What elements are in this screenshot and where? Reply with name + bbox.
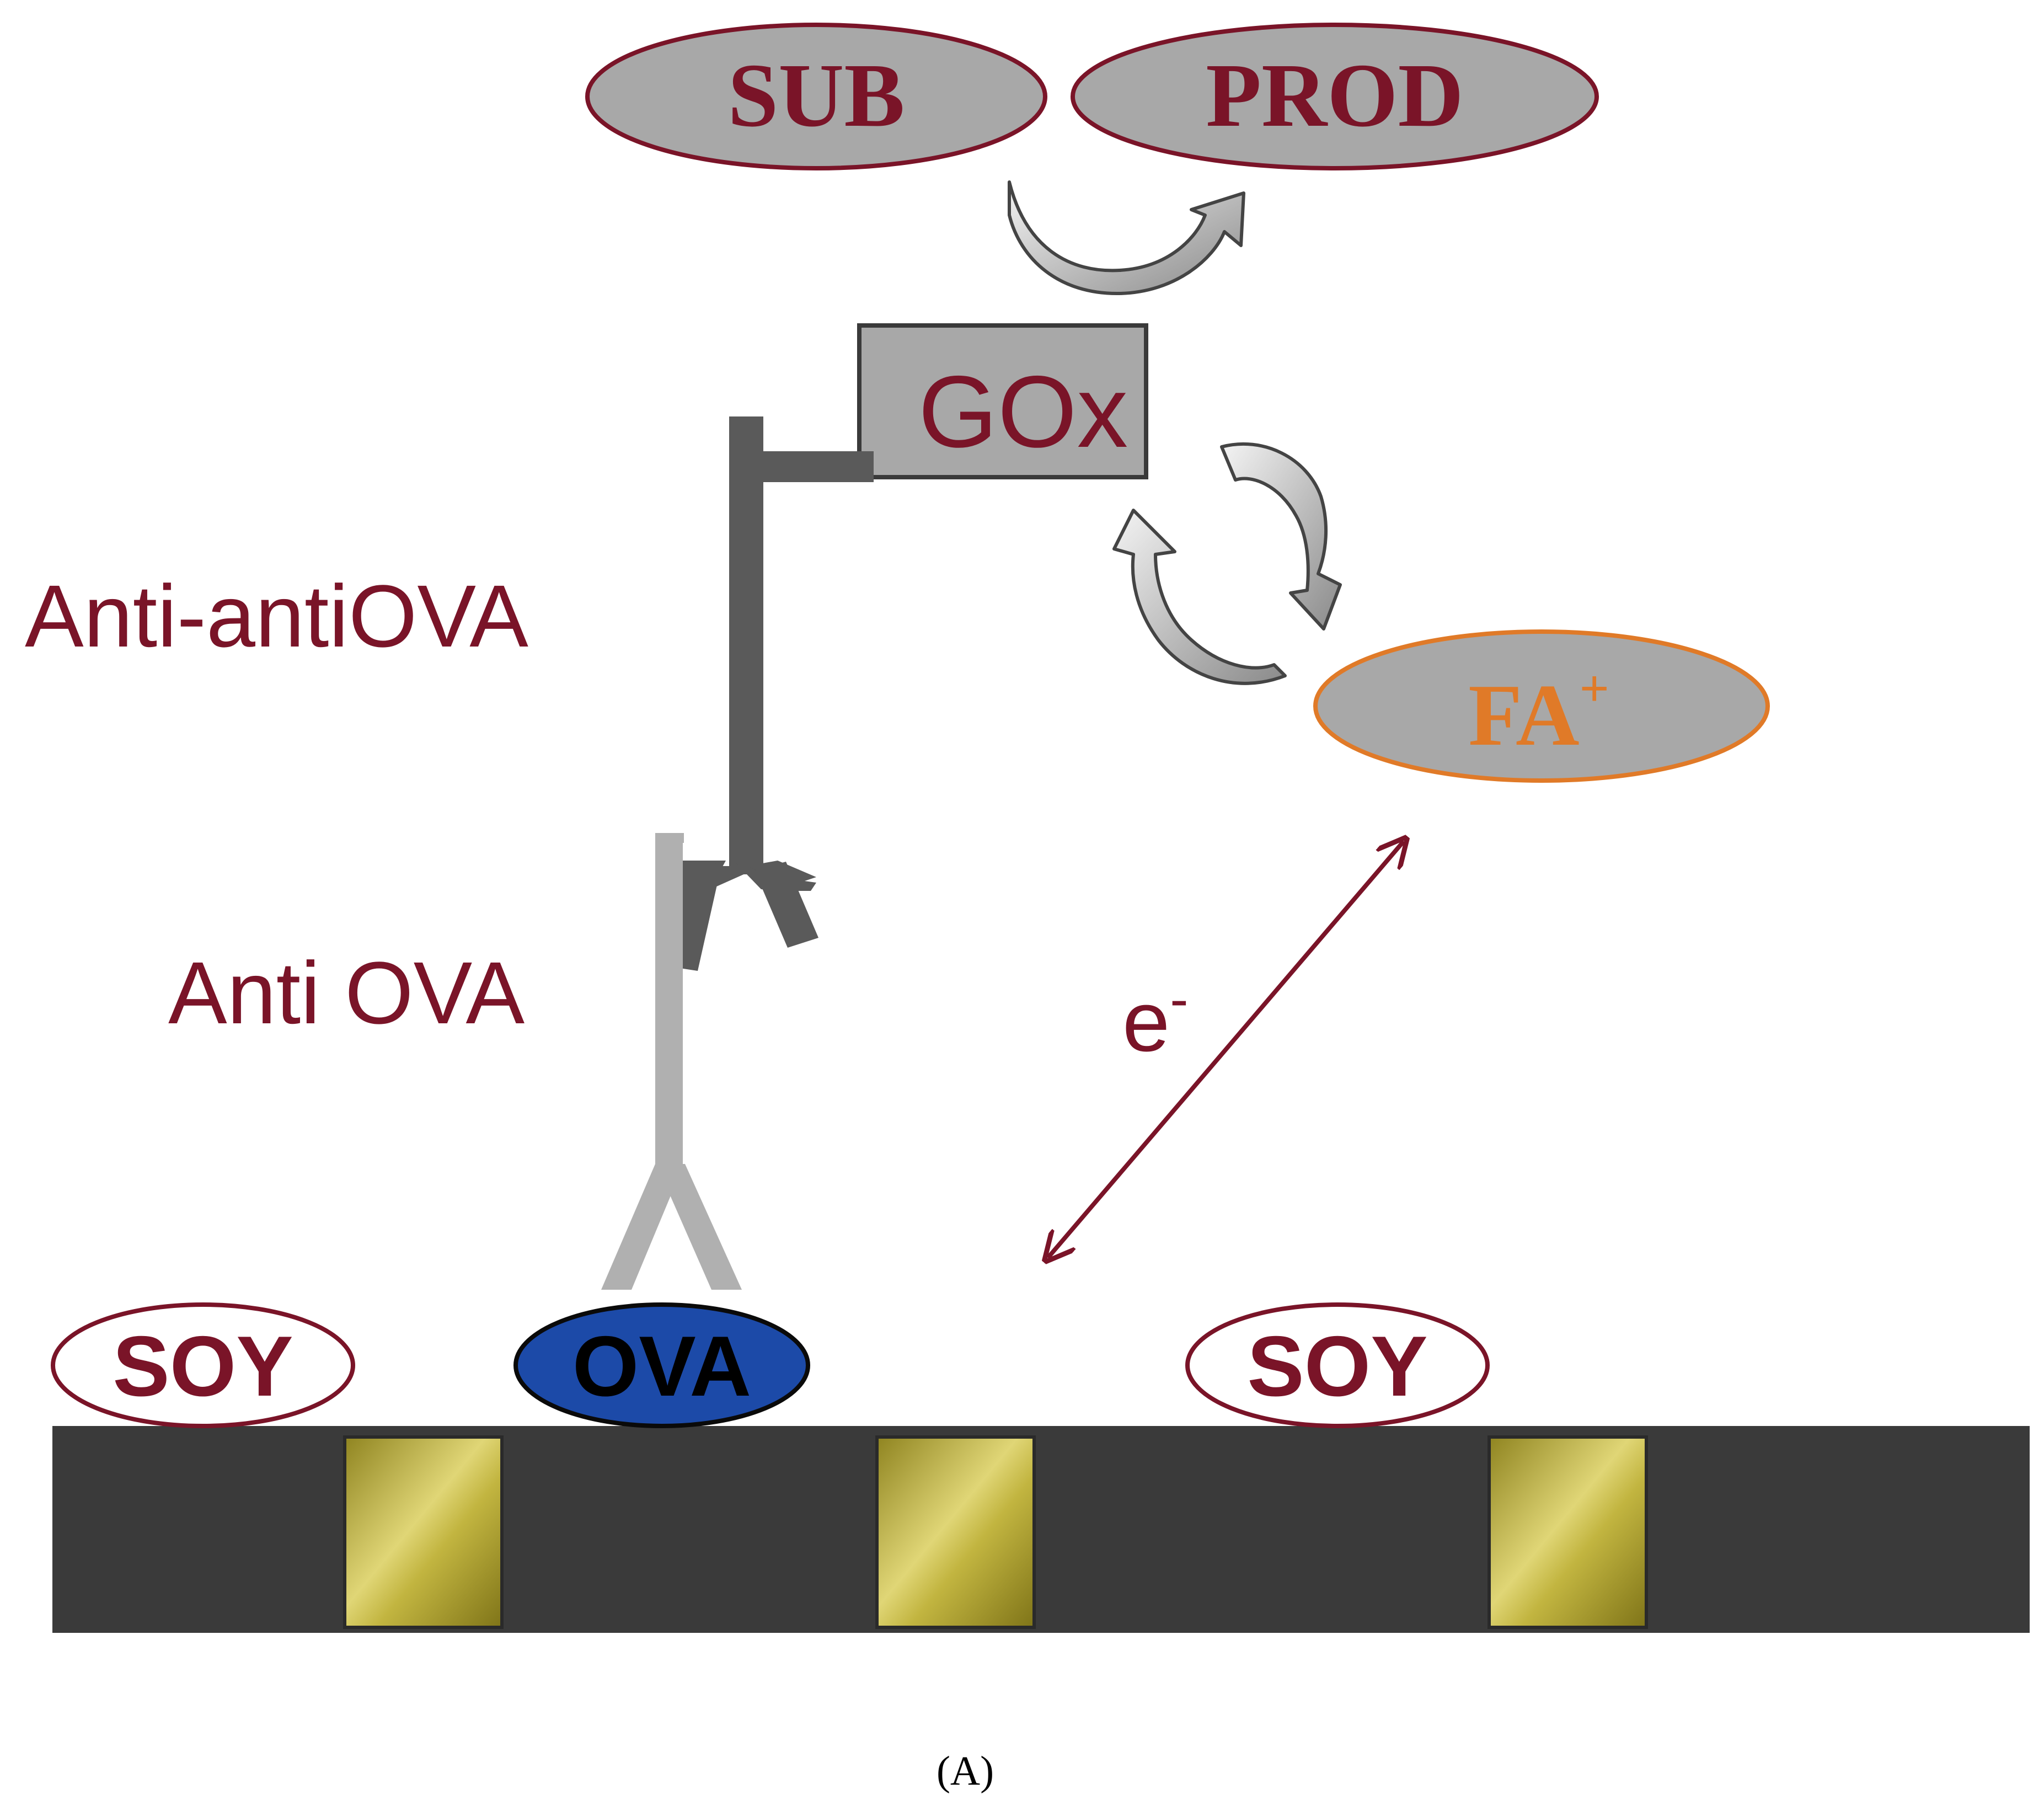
gox-label: GOx	[918, 355, 1128, 469]
gox-enzyme-box: GOx	[857, 323, 1148, 479]
electron-label: e-	[1122, 968, 1189, 1069]
soy-protein-left: SOY	[51, 1302, 355, 1428]
redox-cycle-arrow-upper-icon	[1220, 442, 1342, 631]
substrate-label: SUB	[728, 45, 905, 146]
ova-protein: OVA	[513, 1302, 810, 1428]
anti-ova-antibody	[601, 833, 742, 1290]
gold-pad	[875, 1435, 1036, 1629]
product-ellipse: PROD	[1071, 23, 1599, 170]
ova-label: OVA	[572, 1318, 751, 1414]
soy-label-left: SOY	[113, 1318, 293, 1414]
ferrocene-label-main: FA	[1468, 666, 1579, 764]
anti-ova-label: Anti OVA	[168, 943, 525, 1042]
electron-label-charge: -	[1170, 968, 1188, 1030]
substrate-ellipse: SUB	[585, 23, 1047, 170]
redox-cycle-arrow-lower-icon	[1112, 509, 1287, 685]
gold-pad	[1487, 1435, 1648, 1629]
anti-anti-ova-antibody	[662, 416, 874, 971]
soy-protein-right: SOY	[1185, 1302, 1490, 1428]
ferrocene-label-charge: +	[1580, 659, 1609, 718]
conversion-arrow-icon	[1008, 180, 1245, 296]
electron-label-main: e	[1122, 974, 1170, 1069]
figure-caption: (A)	[937, 1748, 994, 1794]
ferrocene-label: FA+	[1468, 659, 1609, 764]
gold-pad	[343, 1435, 504, 1629]
electrode-strip	[52, 1426, 2030, 1633]
soy-label-right: SOY	[1247, 1318, 1427, 1414]
product-label: PROD	[1206, 45, 1463, 146]
ferrocene-mediator-ellipse: FA+	[1313, 629, 1770, 783]
electron-transfer-arrow	[1048, 841, 1404, 1258]
anti-anti-ova-label: Anti-antiOVA	[25, 567, 528, 665]
